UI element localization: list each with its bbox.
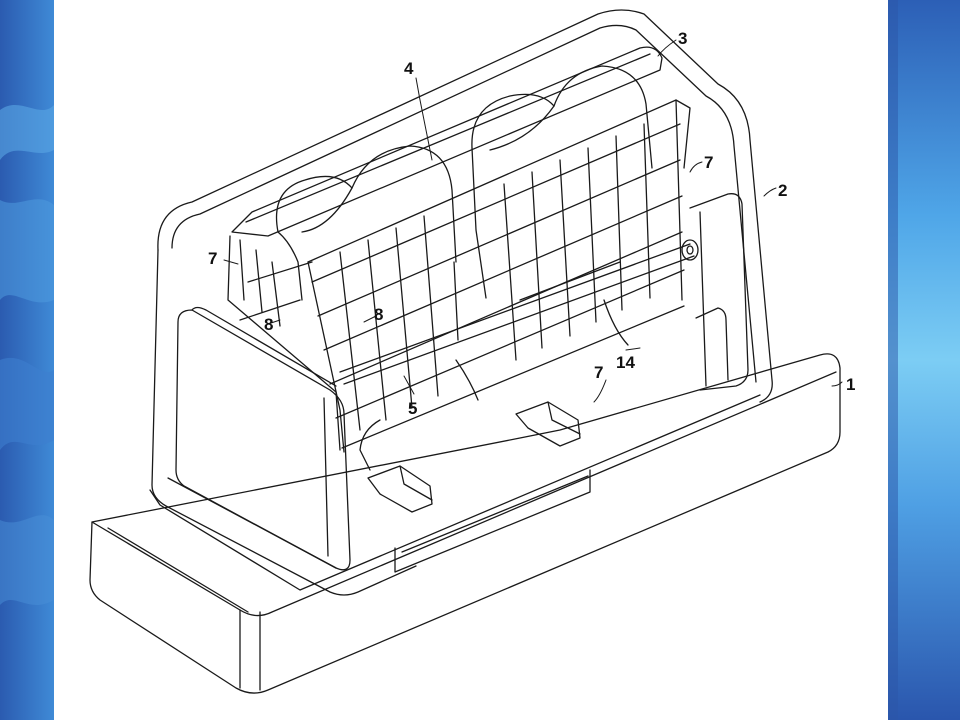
label-5: 5 <box>408 399 417 418</box>
rotating-rack <box>227 46 691 453</box>
bread-slices <box>275 65 653 341</box>
label-8b: 8 <box>374 305 383 324</box>
background-left-panel <box>0 0 54 720</box>
front-side-wall <box>175 306 351 571</box>
label-3: 3 <box>678 29 687 48</box>
rack-shaft <box>339 239 699 385</box>
label-8a: 8 <box>264 315 273 334</box>
toaster-line-drawing: 1 2 3 4 5 7 7 7 8 8 14 <box>89 9 855 694</box>
label-1: 1 <box>846 375 855 394</box>
label-4: 4 <box>404 59 414 78</box>
label-2: 2 <box>778 181 787 200</box>
background-right-panel <box>888 0 960 720</box>
label-7c: 7 <box>594 363 603 382</box>
label-7b: 7 <box>208 249 217 268</box>
base-tray <box>89 353 841 694</box>
rear-side-wall <box>689 193 749 391</box>
leader-lines <box>223 39 843 403</box>
feet-and-heaters <box>359 299 629 513</box>
drawing-slide: 1 2 3 4 5 7 7 7 8 8 14 <box>54 0 888 720</box>
label-7a: 7 <box>704 153 713 172</box>
label-14: 14 <box>616 353 635 372</box>
transparent-cover <box>151 9 773 596</box>
